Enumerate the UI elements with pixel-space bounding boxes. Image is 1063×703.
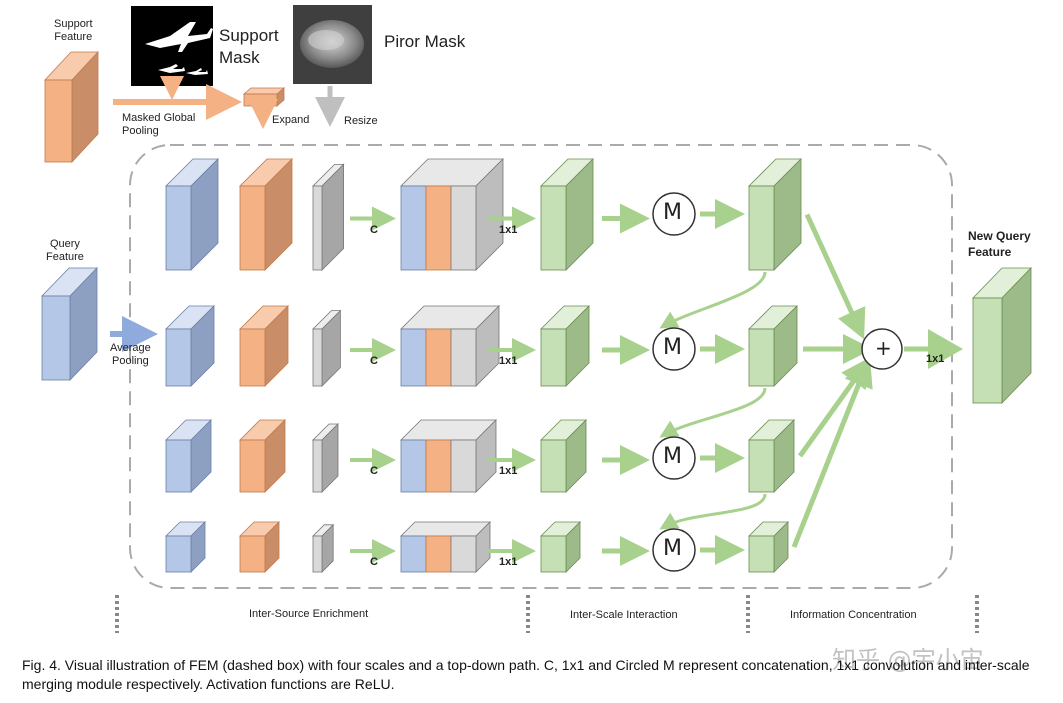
concat-label: C [370, 465, 378, 477]
merge-node [652, 528, 696, 572]
merged-block [748, 419, 795, 493]
merged-block [748, 521, 789, 573]
expand-label: Expand [272, 114, 310, 126]
conv-output-block [540, 521, 581, 573]
query-feature-block [41, 267, 98, 381]
query-pooled-block [165, 521, 206, 573]
prior-mask-block [312, 423, 339, 493]
concatenated-block [400, 419, 497, 493]
to-sum-arrow [791, 356, 873, 548]
new-query-feature-block [972, 267, 1032, 404]
prior-mask-label: Piror Mask [384, 32, 466, 51]
masked-global-pooling-label: Masked Global Pooling [122, 112, 196, 137]
query-feature-label: Query Feature [46, 238, 84, 263]
merged-block [748, 158, 802, 271]
query-pooled-block [165, 305, 215, 387]
top-down-arrow [659, 387, 767, 438]
concatenated-block [400, 158, 504, 271]
top-down-arrow [659, 493, 767, 530]
support-feature-block [44, 50, 99, 164]
prior-mask-block [312, 523, 335, 573]
conv-output-block [540, 419, 587, 493]
prior-mask-block [312, 309, 342, 387]
top-down-arrow [659, 271, 767, 329]
new-query-feature-label: New Query Feature [968, 229, 1031, 259]
support-expanded-block [239, 521, 280, 573]
merged-block [748, 305, 798, 387]
to-sum-arrow [804, 213, 866, 340]
merge-label: M [663, 536, 682, 561]
merge-label: M [663, 335, 682, 360]
final-conv-label: 1x1 [926, 353, 945, 365]
support-mask-image [131, 6, 213, 86]
sum-node [861, 328, 903, 370]
merge-label: M [663, 444, 682, 469]
query-pooled-block [165, 158, 219, 271]
query-pooled-block [165, 419, 212, 493]
support-feature-label: Support Feature [54, 18, 93, 43]
average-pooling-label: Average Pooling [110, 342, 151, 367]
conv-label: 1x1 [499, 355, 518, 367]
section-inter-source: Inter-Source Enrichment [249, 608, 369, 620]
concatenated-block [400, 521, 491, 573]
conv-label: 1x1 [499, 223, 518, 236]
concatenated-block [400, 305, 500, 387]
figure-caption: Fig. 4. Visual illustration of FEM (dash… [22, 657, 1030, 692]
conv-label: 1x1 [499, 465, 518, 477]
support-mask-label: Support Mask [219, 26, 279, 67]
prototype-vector [242, 87, 286, 107]
concat-label: C [370, 223, 378, 236]
sum-label: + [875, 336, 892, 360]
conv-output-block [540, 305, 590, 387]
section-info-concentration: Information Concentration [790, 609, 917, 621]
concat-label: C [370, 556, 378, 568]
conv-label: 1x1 [499, 556, 518, 568]
support-expanded-block [239, 158, 293, 271]
resize-label: Resize [344, 115, 378, 127]
prior-mask-block [312, 163, 345, 271]
support-expanded-block [239, 419, 286, 493]
conv-output-block [540, 158, 594, 271]
merge-node [652, 192, 696, 236]
watermark: 知乎 @宇小宙 [832, 646, 984, 674]
prior-mask-image [293, 5, 372, 84]
support-expanded-block [239, 305, 289, 387]
merge-node [652, 327, 696, 371]
section-inter-scale: Inter-Scale Interaction [570, 609, 678, 621]
concat-label: C [370, 355, 378, 367]
merge-label: M [663, 200, 682, 225]
merge-node [652, 436, 696, 480]
